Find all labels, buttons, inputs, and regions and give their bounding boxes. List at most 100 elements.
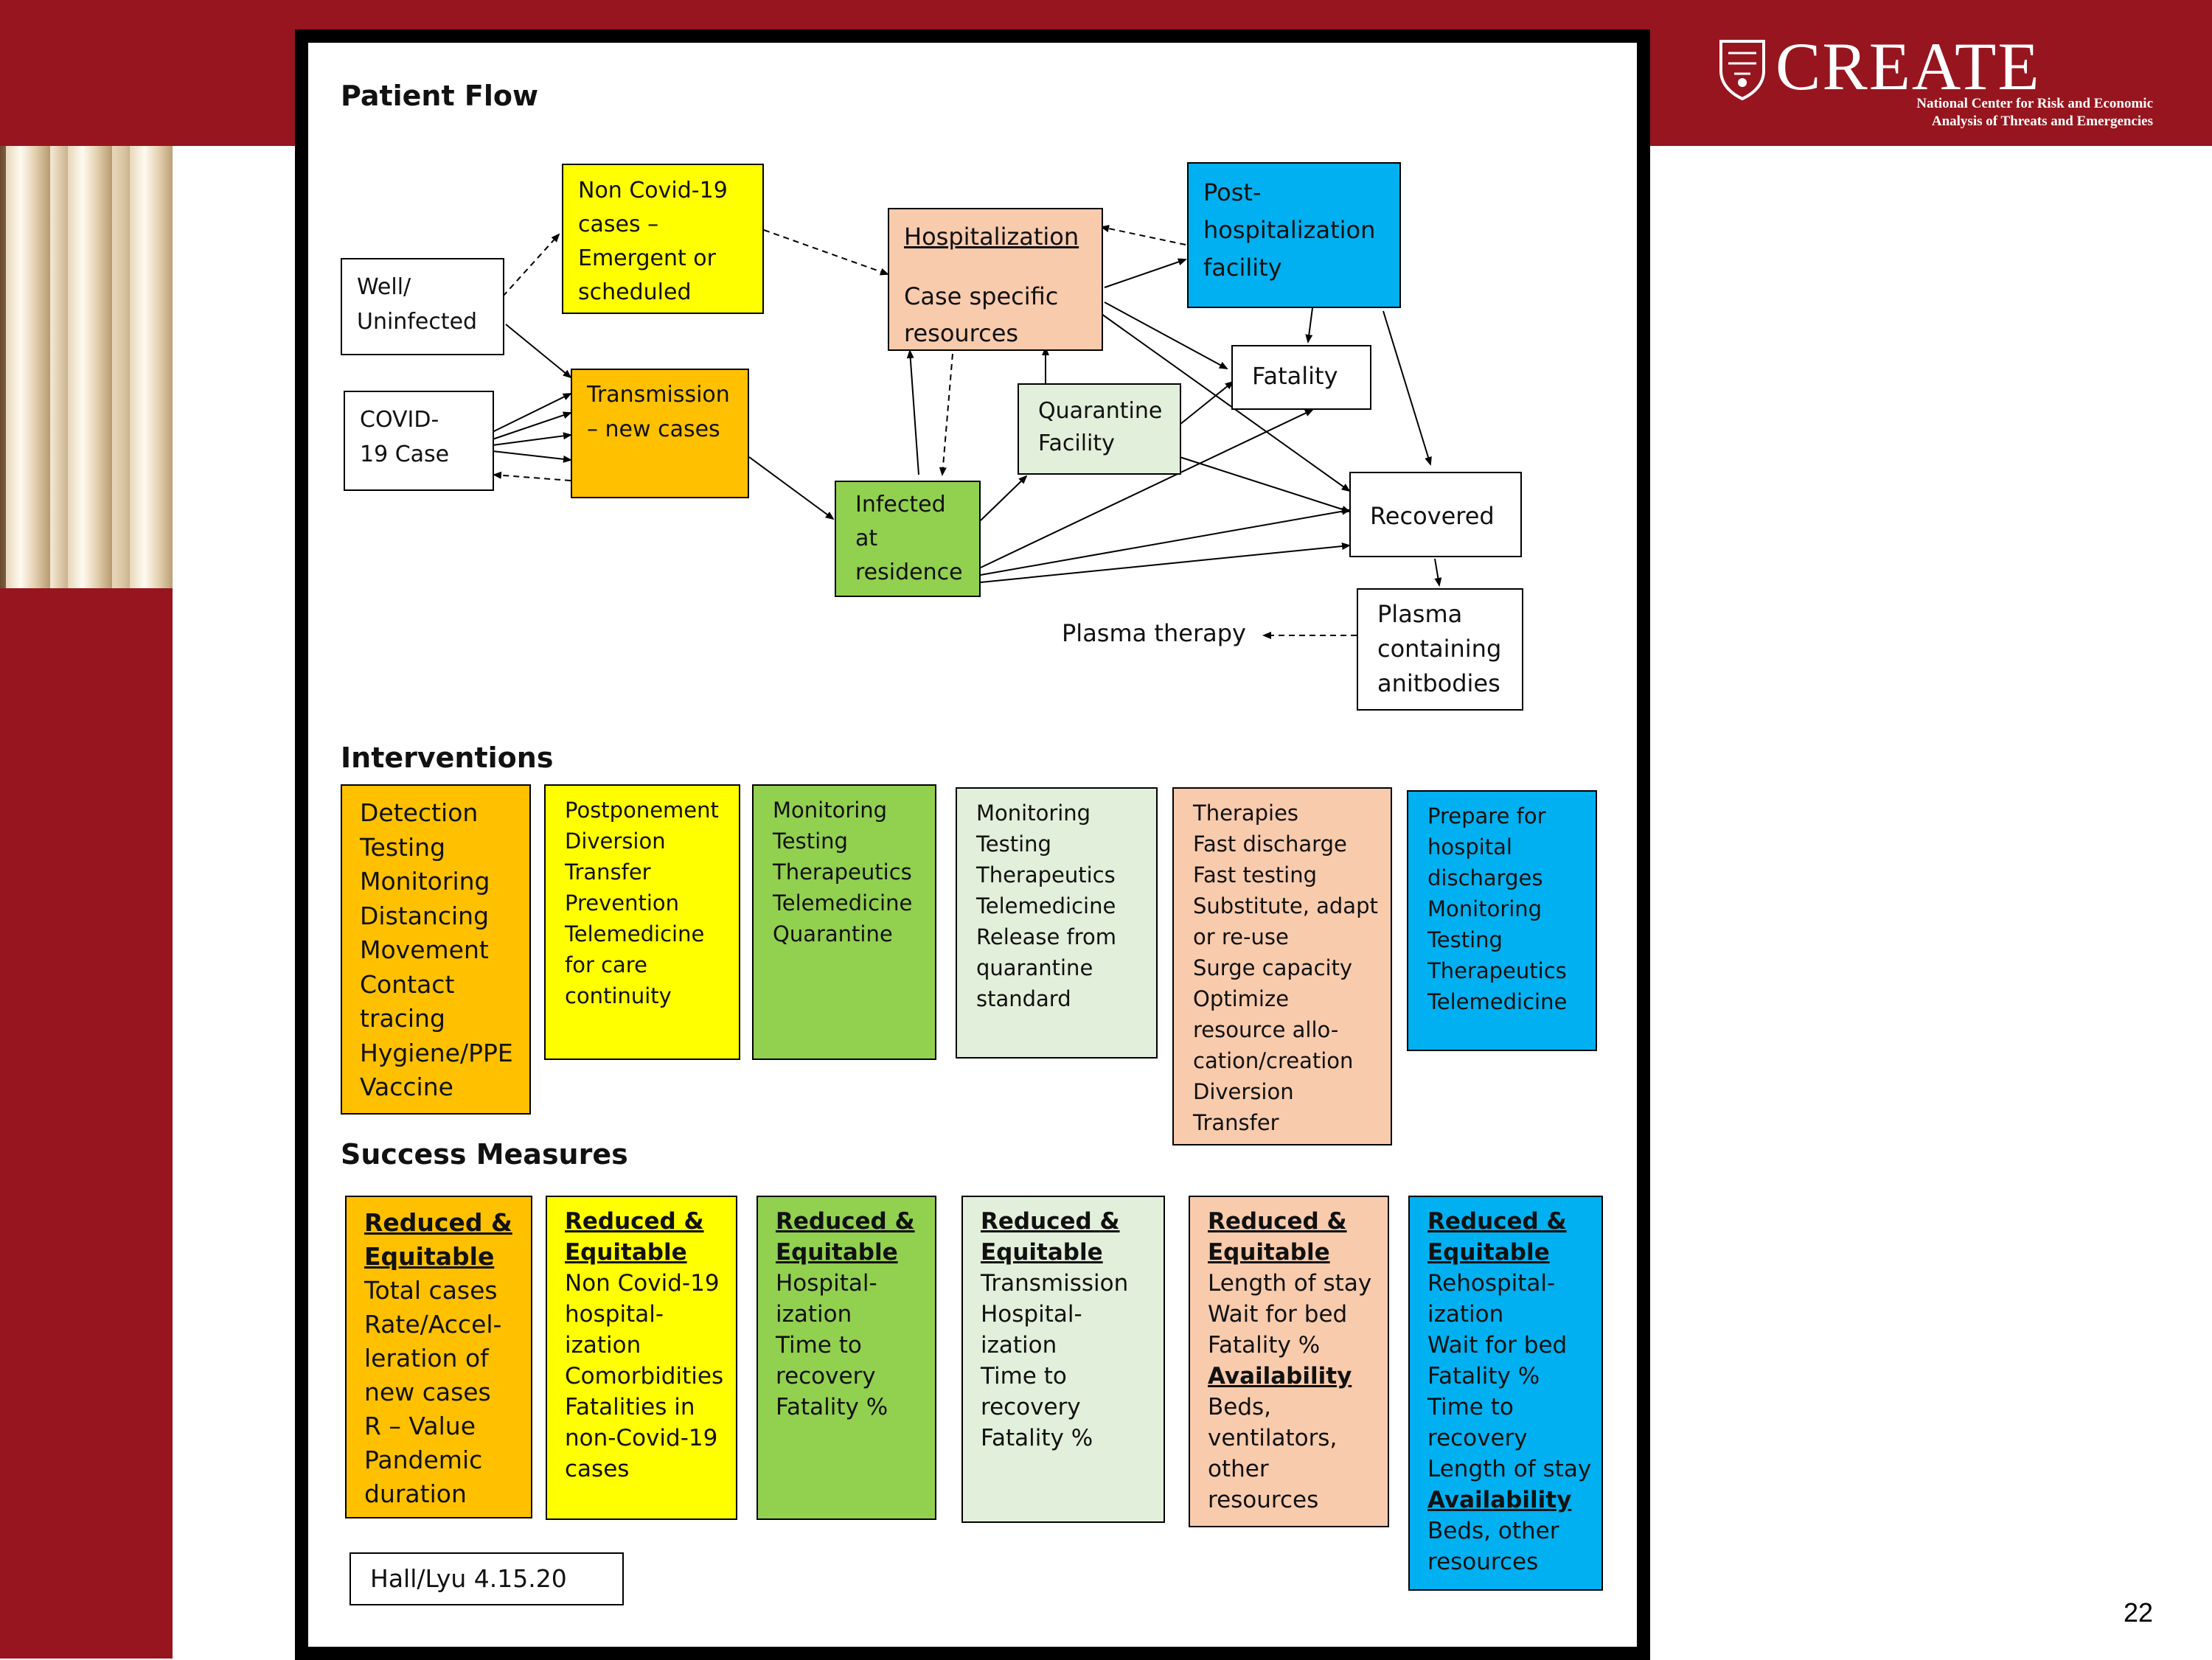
column-shape [130, 146, 173, 588]
intervention-box-non-covid: Postponement Diversion Transfer Preventi… [544, 784, 740, 1060]
measure-list: Length of stay Wait for bed Fatality % [1208, 1268, 1372, 1361]
intervention-item: Therapeutics [773, 859, 912, 885]
node-line: Emergent or [578, 245, 716, 271]
node-line: Infected [855, 492, 946, 517]
intervention-item: Hygiene/PPE [360, 1038, 513, 1067]
intervention-item: Detection [360, 798, 479, 827]
intervention-item: Testing [360, 832, 446, 862]
intervention-item: Testing [1427, 927, 1503, 952]
node-post-hospitalization: Post- hospitalization facility [1187, 162, 1401, 308]
measure-box-quarantine: Reduced & Equitable Transmission Hospita… [961, 1196, 1165, 1523]
section-title-success-measures: Success Measures [341, 1138, 628, 1171]
intervention-item: resource allo- [1193, 1017, 1339, 1042]
logo-subtitle: National Center for Risk and Economic [1916, 96, 2153, 111]
measure-item: Hospital- [981, 1301, 1082, 1328]
measure-list: Total cases Rate/Accel- leration of new … [364, 1274, 513, 1511]
node-lines: Post- hospitalization facility [1203, 174, 1385, 287]
intervention-item: Transfer [565, 859, 651, 885]
intervention-item: continuity [565, 983, 672, 1008]
intervention-item: Diversion [1193, 1079, 1294, 1104]
measure-item: other [1208, 1456, 1269, 1482]
create-logo: CREATE National Center for Risk and Econ… [1718, 29, 2160, 140]
intervention-item: Distancing [360, 901, 490, 930]
intervention-item: tracing [360, 1004, 445, 1033]
node-line: at [855, 526, 878, 551]
intervention-item: Telemedicine [565, 921, 705, 946]
node-line: Non Covid-19 [578, 178, 728, 203]
node-infected-at-residence: Infected at residence [835, 481, 981, 597]
measure-item: ization [1427, 1301, 1504, 1328]
measure-item: Fatalities in [565, 1394, 695, 1420]
measure-list: Hospital- ization Time to recovery Fatal… [776, 1268, 917, 1423]
measure-heading: Reduced & [1208, 1208, 1347, 1235]
node-quarantine-facility: Quarantine Facility [1018, 383, 1181, 475]
intervention-item: Fast testing [1193, 862, 1318, 887]
section-title-patient-flow: Patient Flow [341, 80, 539, 112]
node-fatality: Fatality [1231, 345, 1371, 410]
intervention-item: Contact [360, 969, 455, 999]
measure-list: Rehospital- ization Wait for bed Fatalit… [1427, 1268, 1592, 1485]
node-line: scheduled [578, 279, 692, 305]
node-recovered: Recovered [1349, 472, 1522, 557]
intervention-item: Movement [360, 935, 489, 964]
measure-item: resources [1427, 1549, 1539, 1575]
intervention-item: Vaccine [360, 1073, 453, 1101]
intervention-item: Surge capacity [1193, 955, 1353, 980]
intervention-list: Therapies Fast discharge Fast testing Su… [1193, 798, 1378, 1138]
measure-heading: Equitable [565, 1239, 687, 1266]
measure-item: resources [1208, 1487, 1319, 1513]
measure-item: Rate/Accel- [364, 1310, 502, 1339]
intervention-item: Fast discharge [1193, 831, 1347, 857]
node-lines: COVID- 19 Case [360, 402, 478, 472]
node-line: anitbodies [1377, 669, 1500, 697]
node-line: Facility [1038, 430, 1115, 456]
intervention-item: Testing [773, 829, 848, 854]
measure-item: Length of stay [1427, 1456, 1592, 1482]
measure-item: Pandemic [364, 1445, 483, 1474]
intervention-box-covid-case: Detection Testing Monitoring Distancing … [341, 784, 531, 1115]
node-well-uninfected: Well/ Uninfected [341, 258, 504, 355]
measure-heading: Equitable [776, 1239, 898, 1266]
measure-item: Time to [776, 1332, 862, 1359]
intervention-item: Therapeutics [976, 862, 1116, 887]
measure-box-post-hospitalization: Reduced & Equitable Rehospital- ization … [1408, 1196, 1603, 1591]
measure-list: Beds, other resources [1427, 1516, 1584, 1577]
measure-item: Fatality % [981, 1425, 1093, 1451]
intervention-item: Prevention [565, 890, 680, 916]
intervention-item: Monitoring [773, 798, 888, 823]
measure-item: Length of stay [1208, 1270, 1372, 1297]
page-number: 22 [2124, 1597, 2154, 1628]
columns-photo [0, 146, 173, 588]
university-seal-icon [1719, 40, 1765, 100]
node-line: Case specific [904, 282, 1059, 310]
credit-box: Hall/Lyu 4.15.20 [349, 1552, 624, 1605]
intervention-list: Monitoring Testing Therapeutics Telemedi… [773, 795, 916, 949]
node-line: facility [1203, 254, 1282, 282]
measure-item: duration [364, 1479, 467, 1508]
node-lines: Infected at residence [855, 488, 964, 590]
intervention-item: or re-use [1193, 924, 1289, 949]
measure-item: Non Covid-19 [565, 1270, 720, 1297]
intervention-item: Postponement [565, 798, 719, 823]
measure-item: Time to [981, 1363, 1067, 1389]
intervention-list: Postponement Diversion Transfer Preventi… [565, 795, 720, 1011]
measure-item: non-Covid-19 [565, 1425, 718, 1451]
node-line: COVID- [360, 407, 439, 433]
intervention-item: Therapies [1193, 801, 1299, 826]
column-shape [68, 146, 112, 588]
measure-item: leration of [364, 1344, 489, 1373]
measure-heading: Availability [1208, 1363, 1352, 1389]
intervention-item: Telemedicine [1427, 989, 1568, 1014]
measure-heading: Reduced & [364, 1208, 512, 1237]
measure-heading: Reduced & [1427, 1208, 1567, 1235]
measure-list: Beds, ventilators, other resources [1208, 1392, 1370, 1516]
measure-item: Total cases [364, 1276, 498, 1305]
node-lines: Quarantine Facility [1038, 395, 1165, 460]
measure-heading: Reduced & [981, 1208, 1120, 1235]
intervention-item: Telemedicine [976, 893, 1116, 918]
node-line: Uninfected [357, 309, 478, 335]
intervention-item: standard [976, 986, 1071, 1011]
measure-item: ization [776, 1301, 852, 1328]
measure-heading: Reduced & [565, 1208, 704, 1235]
node-line: Transmission [587, 382, 730, 408]
